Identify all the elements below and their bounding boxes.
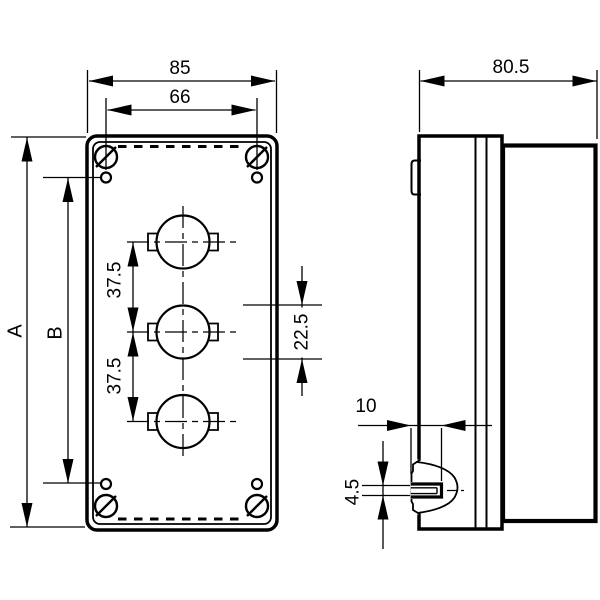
arrowhead-top-icon (62, 178, 74, 202)
arrowhead-top-icon (127, 332, 139, 357)
side-view (410, 134, 598, 531)
pilot-hole-top-right (250, 171, 264, 184)
arrowhead-bottom-icon (127, 397, 139, 421)
arrowhead-right-icon (441, 420, 466, 431)
extension-lines (10, 136, 86, 528)
dimension-label: 85 (169, 58, 190, 79)
arrowhead-right-icon (572, 75, 597, 87)
arrowhead-bottom-icon (296, 359, 308, 383)
screw-bottom-left (93, 493, 119, 519)
extension-lines (105, 98, 258, 170)
dimensions: 85 66 80.5 A (5, 57, 598, 549)
front-view (85, 134, 279, 532)
dimension-hole-pitch-lower: 37.5 (105, 332, 139, 421)
dimension-foot-width: 10 (355, 396, 492, 481)
mounting-foot (410, 458, 464, 516)
dimension-slot-height: 4.5 (343, 441, 410, 549)
screw-boss-bump (410, 159, 421, 196)
arrowhead-top-icon (127, 242, 139, 267)
arrowhead-bottom-icon (377, 495, 389, 520)
label-backing (291, 307, 311, 358)
screw-slot-icon (95, 495, 117, 517)
extension-lines (86, 70, 278, 133)
foot-slot-outer (410, 482, 444, 499)
pilot-hole-bottom-left (99, 477, 113, 491)
dimension-height-B: B (43, 176, 101, 484)
extension-lines (243, 304, 322, 360)
dimension-screw-span: 66 (105, 87, 258, 170)
screw-slot-icon (246, 495, 268, 517)
dimension-hole-diameter: 22.5 (243, 266, 322, 396)
arrowhead-left-icon (420, 75, 445, 87)
extension-lines (362, 484, 410, 497)
foot-boss-arc (416, 461, 459, 514)
arrowhead-bottom-icon (21, 503, 33, 527)
slot-mask (410, 482, 444, 499)
dimension-hole-pitch-upper: 37.5 (105, 242, 139, 332)
dimension-label: 80.5 (493, 57, 530, 78)
extension-lines (410, 428, 443, 481)
side-lid-outline (417, 134, 504, 531)
dimension-label: 10 (355, 396, 376, 417)
arrowhead-top-icon (21, 137, 33, 162)
dimension-label: B (45, 326, 67, 339)
arrowhead-top-icon (296, 281, 308, 305)
arrowhead-right-icon (231, 104, 256, 116)
side-body-outline (500, 143, 598, 524)
arrowhead-bottom-icon (127, 307, 139, 332)
dimension-depth: 80.5 (418, 57, 598, 139)
front-inner-outline (92, 141, 272, 525)
arrowhead-left-icon (387, 420, 411, 431)
pilot-hole-bottom-right (250, 477, 264, 491)
arrowhead-bottom-icon (62, 459, 74, 483)
dimension-label: 22.5 (292, 314, 313, 351)
dimension-label: 37.5 (105, 358, 126, 395)
dimension-label: 37.5 (105, 262, 126, 299)
dimension-label: 66 (169, 87, 190, 108)
screw-bottom-right (244, 493, 270, 519)
pilot-hole-top-left (99, 171, 113, 184)
arrowhead-left-icon (89, 75, 113, 87)
dimension-label: 4.5 (343, 479, 364, 505)
dimension-height-A: A (5, 136, 86, 528)
arrowhead-right-icon (251, 75, 275, 87)
arrowhead-left-icon (107, 104, 132, 116)
foot-slot-inner (410, 487, 438, 495)
dimension-front-width: 85 (86, 58, 278, 133)
arrowhead-top-icon (377, 461, 389, 486)
extension-lines (418, 70, 598, 139)
dimension-label: A (5, 324, 27, 338)
extension-lines (43, 176, 101, 484)
